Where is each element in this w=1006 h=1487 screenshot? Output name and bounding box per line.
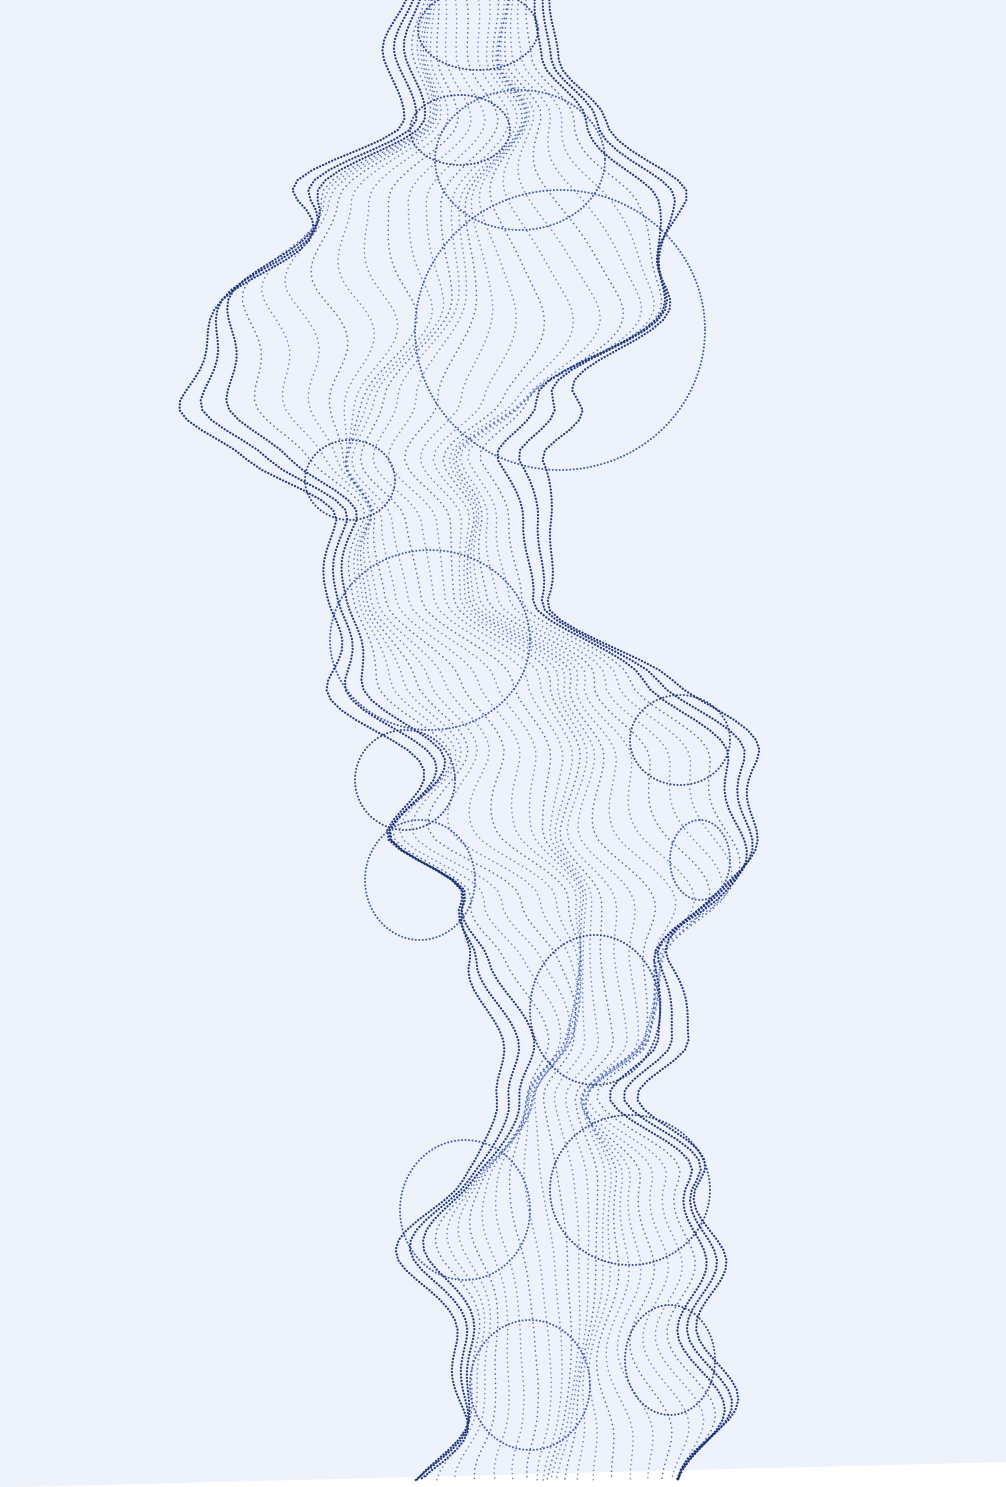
particle-strands — [178, 0, 761, 1482]
particle-strand — [496, 0, 749, 1482]
particle-strand — [225, 0, 536, 1482]
particle-strand — [283, 0, 571, 1481]
particle-strand — [310, 0, 577, 1481]
particle-bubble — [549, 1114, 711, 1266]
particle-strand — [432, 0, 640, 1481]
particle-strand — [467, 0, 733, 1481]
particle-strand — [459, 0, 723, 1481]
particle-strand — [442, 0, 657, 1481]
particle-strand — [350, 0, 582, 1481]
particle-strand — [419, 0, 629, 1481]
particle-strand — [359, 0, 585, 1481]
particle-bubble — [399, 1139, 531, 1281]
particle-strand — [448, 0, 677, 1481]
particle-strand — [387, 0, 600, 1481]
particle-strand — [372, 0, 588, 1481]
particle-strand — [346, 0, 582, 1481]
particle-bubble — [414, 189, 706, 471]
particle-bubble — [329, 549, 531, 731]
particle-strand — [199, 0, 521, 1482]
particle-strand — [345, 0, 582, 1481]
particle-bubble — [669, 819, 731, 901]
particle-strand — [260, 0, 562, 1481]
particle-strand — [518, 0, 754, 1482]
particle-bubble — [529, 934, 661, 1086]
particle-bubble — [417, 0, 539, 71]
particle-bubbles — [304, 0, 731, 1451]
particle-strand — [452, 0, 696, 1481]
particle-bubble — [624, 1304, 716, 1416]
particle-strand — [541, 0, 761, 1482]
particle-bubble — [434, 89, 606, 231]
particle-bubble — [354, 729, 456, 831]
particle-strand — [403, 0, 615, 1481]
particle-strand — [241, 0, 550, 1481]
particle-bubble — [364, 819, 476, 941]
particle-bubble — [409, 94, 511, 166]
particle-strand — [454, 0, 711, 1481]
particle-bubble — [304, 439, 396, 521]
particle-bubble — [469, 1319, 591, 1451]
particle-bubble — [629, 694, 731, 786]
particle-strand — [178, 0, 506, 1482]
